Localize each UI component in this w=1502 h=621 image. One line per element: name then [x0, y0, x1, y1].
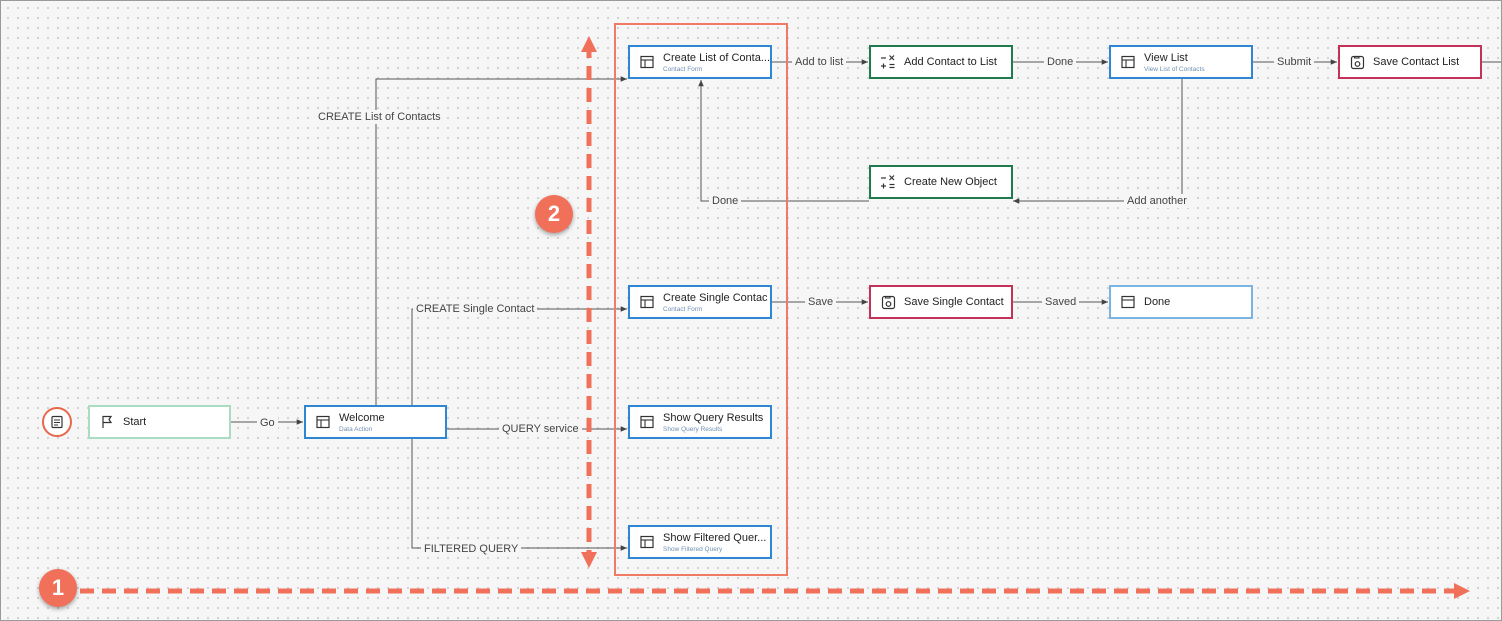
edge-label-add-to-list: Add to list [792, 55, 847, 69]
node-welcome[interactable]: Welcome Data Action [304, 405, 447, 439]
form-icon [639, 54, 655, 70]
node-start-title: Start [123, 416, 147, 428]
node-add-contact[interactable]: Add Contact to List [869, 45, 1013, 79]
node-filtered-query[interactable]: Show Filtered Quer... Show Filtered Quer… [628, 525, 772, 559]
node-query-results-title: Show Query Results [663, 411, 764, 424]
node-welcome-subtitle: Data Action [339, 425, 373, 433]
highlight-box [614, 23, 788, 576]
edge-create-list[interactable] [375, 76, 627, 405]
calculator-icon [880, 54, 896, 70]
node-create-single-title: Create Single Contac [663, 291, 768, 304]
node-create-list[interactable]: Create List of Conta... Contact Form [628, 45, 772, 79]
node-welcome-title: Welcome [339, 411, 385, 424]
save-icon [880, 294, 896, 310]
edge-label-done-1: Done [1044, 55, 1077, 69]
node-query-results[interactable]: Show Query Results Show Query Results [628, 405, 772, 439]
edge-create-single[interactable] [411, 306, 627, 405]
form-icon [315, 414, 331, 430]
node-create-object-title: Create New Object [904, 176, 997, 188]
calculator-icon [880, 174, 896, 190]
edge-label-saved: Saved [1042, 295, 1080, 309]
edge-label-create-list: CREATE List of Contacts [315, 110, 444, 124]
form-icon [639, 414, 655, 430]
form-icon [639, 294, 655, 310]
note-icon [51, 415, 63, 429]
node-done-title: Done [1144, 296, 1171, 308]
node-filtered-query-title: Show Filtered Quer... [663, 531, 767, 544]
flag-icon [99, 414, 115, 430]
node-save-list[interactable]: Save Contact List [1338, 45, 1482, 79]
node-filtered-query-subtitle: Show Filtered Query [663, 545, 723, 553]
edge-filtered-query[interactable] [411, 439, 627, 551]
node-save-single-title: Save Single Contact [904, 296, 1004, 308]
edge-label-go: Go [257, 416, 278, 430]
node-query-results-subtitle: Show Query Results [663, 425, 723, 433]
edge-label-save: Save [805, 295, 837, 309]
edge-label-done-back: Done [709, 194, 742, 208]
form-icon [639, 534, 655, 550]
edge-label-create-single: CREATE Single Contact [413, 302, 538, 316]
node-create-list-subtitle: Contact Form [663, 65, 703, 73]
edge-label-query-service: QUERY service [499, 422, 582, 436]
save-icon [1349, 54, 1365, 70]
node-create-list-title: Create List of Conta... [663, 51, 770, 64]
node-save-list-title: Save Contact List [1373, 56, 1460, 68]
node-add-contact-title: Add Contact to List [904, 56, 997, 68]
form-icon [1120, 54, 1136, 70]
edge-label-add-another: Add another [1124, 194, 1190, 208]
callout-badge-2: 2 [535, 195, 573, 233]
edge-add-another[interactable] [1013, 78, 1183, 204]
node-create-single-subtitle: Contact Form [663, 305, 703, 313]
window-icon [1120, 294, 1136, 310]
node-save-single[interactable]: Save Single Contact [869, 285, 1013, 319]
node-view-list-title: View List [1144, 51, 1188, 64]
callout-badge-1: 1 [39, 569, 77, 607]
edge-done-back[interactable] [698, 80, 869, 202]
node-done[interactable]: Done [1109, 285, 1253, 319]
edge-label-submit: Submit [1274, 55, 1315, 69]
edge-label-filtered-query: FILTERED QUERY [421, 542, 522, 556]
node-start[interactable]: Start [88, 405, 231, 439]
note-button[interactable] [42, 407, 72, 437]
node-view-list[interactable]: View List View List of Contacts [1109, 45, 1253, 79]
node-create-single[interactable]: Create Single Contac Contact Form [628, 285, 772, 319]
node-view-list-subtitle: View List of Contacts [1144, 65, 1205, 73]
node-create-object[interactable]: Create New Object [869, 165, 1013, 199]
